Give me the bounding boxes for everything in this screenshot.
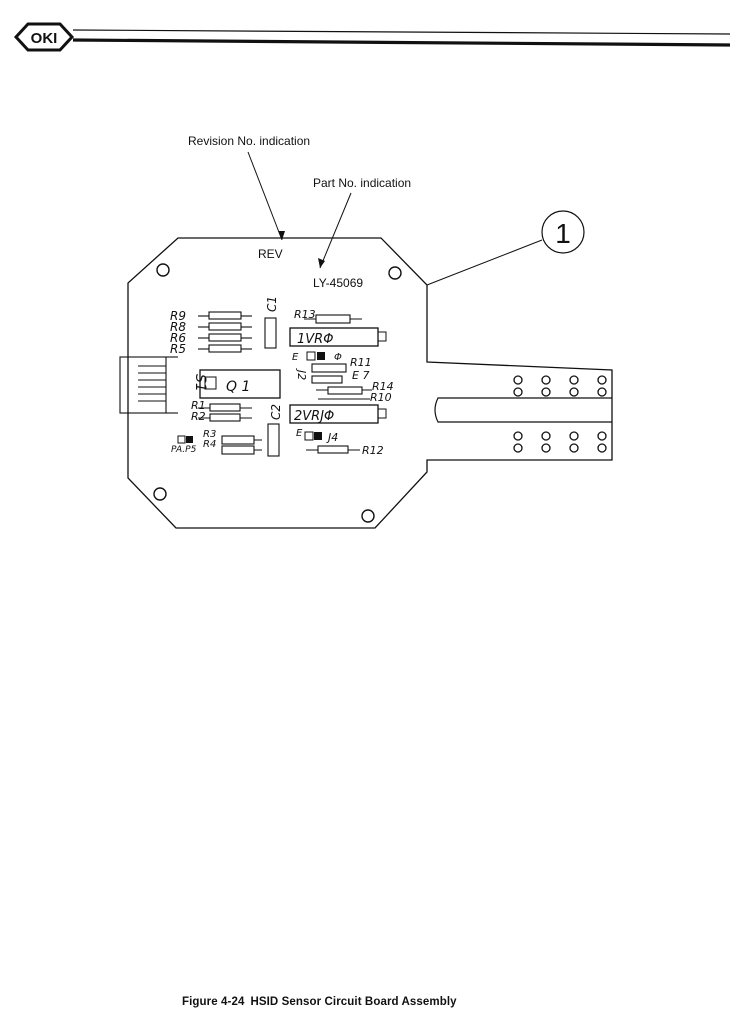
tail-slot (434, 397, 612, 423)
label-c1: C1 (265, 296, 279, 312)
label-s1: S1 (192, 374, 208, 392)
figure-number: Figure 4-24 (182, 996, 245, 1008)
label-r6: R6 (170, 331, 186, 345)
label-r13: R13 (294, 308, 316, 321)
callout-circle (541, 210, 585, 254)
label-j4: J4 (326, 431, 338, 444)
label-q1: Q 1 (226, 379, 250, 395)
label-r4: R4 (203, 439, 216, 450)
part-arrowhead (318, 258, 325, 268)
label-r9: R9 (170, 309, 186, 323)
resistor-r13 (315, 314, 351, 324)
label-r11: R11 (350, 356, 372, 369)
mounting-holes (153, 263, 402, 523)
label-j2: J2 (295, 368, 308, 380)
label-pa: PA.P5 (171, 445, 197, 455)
label-r5: R5 (170, 342, 186, 356)
revision-note-label: Revision No. indication (188, 134, 310, 148)
resistor-r2 (209, 413, 241, 422)
part-number-label: LY-45069 (313, 276, 363, 290)
label-e1: E (292, 352, 299, 363)
resistor-r4 (221, 445, 255, 455)
header-rule-thick (72, 38, 731, 47)
resistor-e7 (311, 375, 343, 384)
label-c2: C2 (269, 404, 283, 420)
board-outline (127, 237, 613, 529)
logo-text: OKI (31, 30, 58, 47)
resistor-r11 (311, 363, 347, 373)
label-r8: R8 (170, 320, 186, 334)
capacitor-c1 (264, 317, 277, 349)
label-e7: E 7 (352, 369, 369, 382)
capacitor-c2 (267, 423, 280, 457)
label-r2: R2 (191, 410, 206, 423)
label-t1: Φ (334, 352, 342, 363)
figure-title: HSID Sensor Circuit Board Assembly (250, 996, 457, 1008)
rev-label: REV (258, 247, 283, 261)
resistor-bank (198, 311, 252, 353)
oki-logo: OKI (13, 22, 75, 52)
figure-caption: Figure 4-24 HSID Sensor Circuit Board Ass… (182, 996, 463, 1008)
label-r3: R3 (203, 429, 216, 440)
part-note-label: Part No. indication (313, 176, 411, 190)
part-leader-line (319, 192, 352, 269)
label-r10: R10 (370, 391, 392, 404)
resistor-r1 (209, 403, 241, 412)
label-e2: E (296, 428, 303, 439)
label-r1: R1 (191, 399, 206, 412)
resistor-r14 (327, 386, 363, 395)
label-r14: R14 (372, 380, 394, 393)
label-2vrj0: 2VRJΦ (294, 409, 334, 424)
revision-arrowhead (278, 231, 285, 240)
header-rule-thin (72, 29, 731, 35)
transistor-q1 (199, 369, 281, 399)
edge-connector (119, 356, 178, 414)
label-1vr0: 1VRΦ (297, 332, 333, 347)
label-r12: R12 (362, 444, 384, 457)
revision-leader-line (247, 151, 283, 241)
tail-pads (513, 375, 607, 453)
callout-number: 1 (555, 218, 571, 249)
resistor-r3 (221, 435, 255, 445)
resistor-r12 (317, 445, 349, 454)
callout-leader-line (426, 239, 543, 286)
